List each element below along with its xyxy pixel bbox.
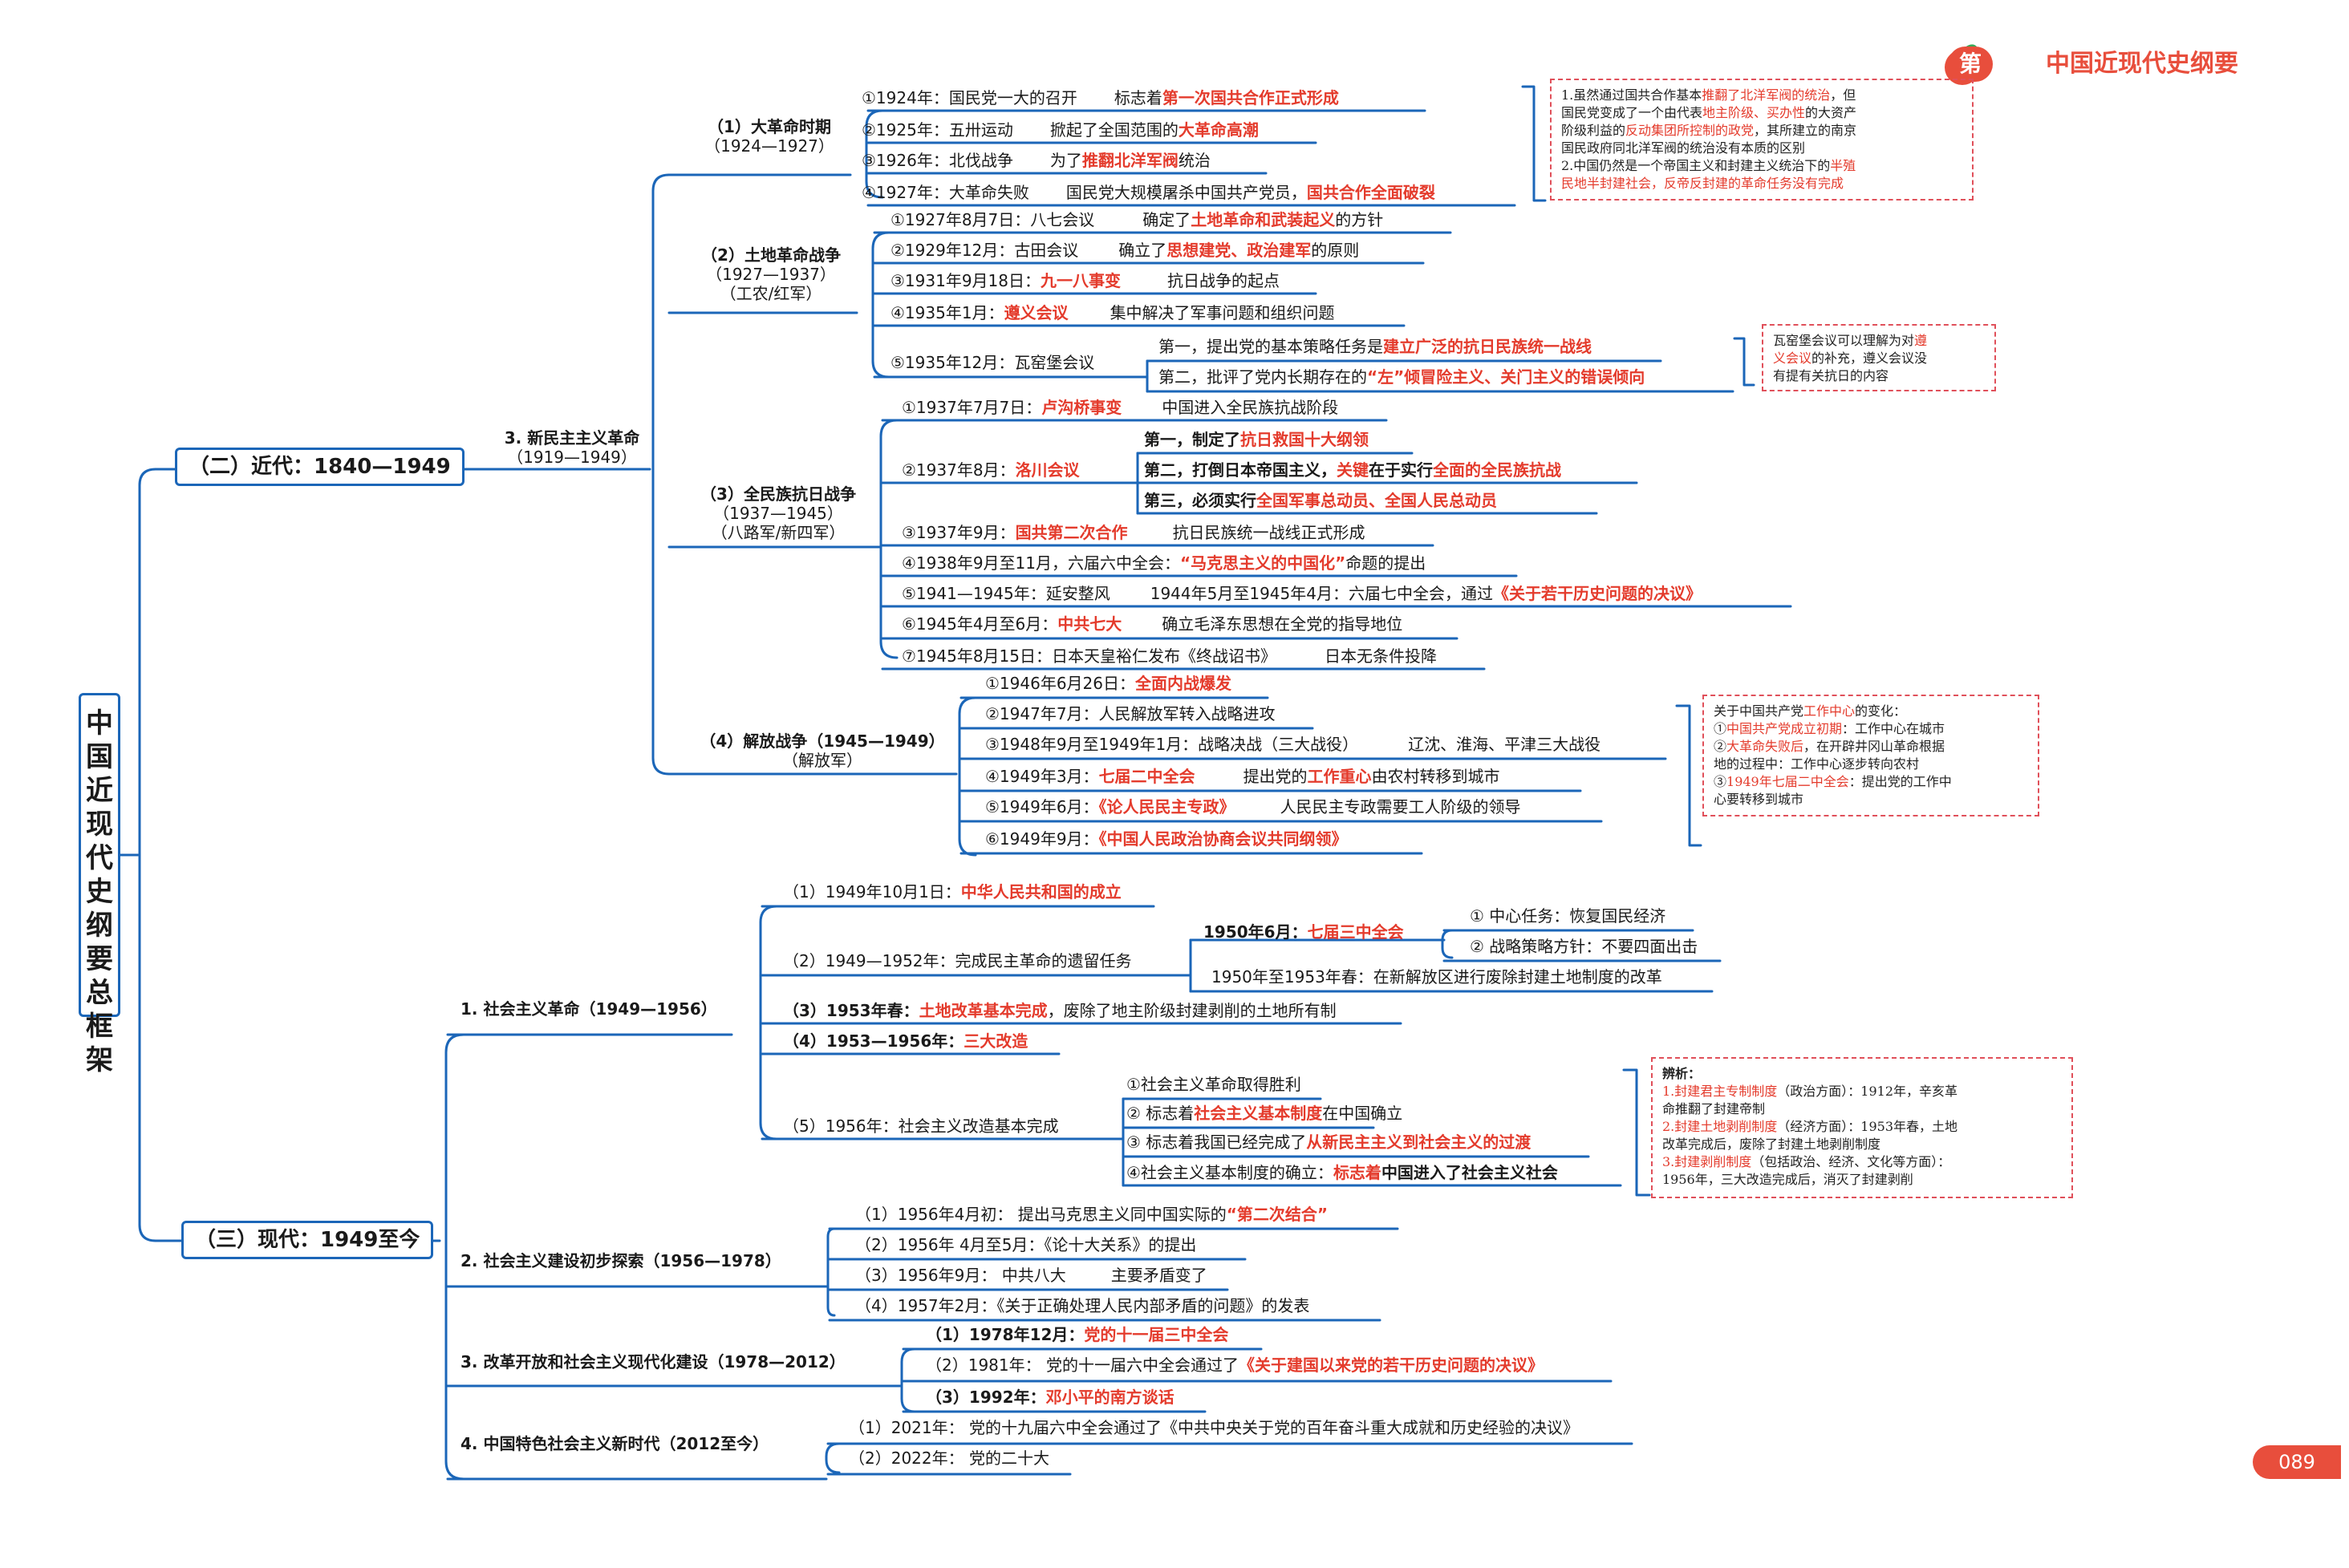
- chapter-badge: 第四篇: [1948, 47, 1994, 148]
- luochuan-point-1: 第一，制定了抗日救国十大纲领: [1144, 430, 1369, 449]
- s1-item-3: （3）1953年春：土地改革基本完成，废除了地主阶级封建剥削的土地所有制: [783, 1001, 1337, 1020]
- p2-period: （1927—1937）: [706, 265, 836, 284]
- era-modern: （二）近代：1840—1949: [175, 448, 465, 486]
- p4-item-4: ④1949年3月：七届二中全会提出党的工作重心由农村转移到城市: [985, 767, 1500, 786]
- p4-item-5: ⑤1949年6月：《论人民民主专政》人民民主专政需要工人阶级的领导: [985, 797, 1521, 816]
- wayaobao-point-2: 第二，批评了党内长期存在的“左”倾冒险主义、关门主义的错误倾向: [1158, 367, 1645, 387]
- land-reform-1950: 1950年至1953年春：在新解放区进行废除封建土地制度的改革: [1211, 967, 1662, 987]
- p1-title: （1）大革命时期: [708, 117, 831, 136]
- chapter-title: 中国近现代史纲要: [2046, 50, 2238, 78]
- s4-title: 4. 中国特色社会主义新时代（2012至今）: [460, 1434, 769, 1453]
- root-title: 中国近现代史纲要总框架: [79, 693, 120, 1076]
- revolution-period: （1919—1949）: [507, 448, 637, 467]
- s1-i5-point-1: ①社会主义革命取得胜利: [1126, 1075, 1301, 1094]
- s1-item-4: （4）1953—1956年：三大改造: [783, 1031, 1028, 1051]
- s2-item-2: （2）1956年 4月至5月：《论十大关系》的提出: [855, 1235, 1197, 1254]
- s1-title: 1. 社会主义革命（1949—1956）: [460, 999, 717, 1019]
- p3-item-2: ②1937年8月：洛川会议: [902, 460, 1080, 480]
- p2-item-5: ⑤1935年12月：瓦窑堡会议: [891, 353, 1095, 372]
- p1-item-4: ④1927年：大革命失败国民党大规模屠杀中国共产党员，国共合作全面破裂: [862, 183, 1435, 202]
- luochuan-point-3: 第三，必须实行全国军事总动员、全国人民总动员: [1144, 491, 1497, 510]
- p4-sub: （解放军）: [782, 751, 862, 770]
- s1-i5-point-4: ④社会主义基本制度的确立：标志着中国进入了社会主义社会: [1126, 1163, 1558, 1182]
- liberation-war-label: （4）解放战争（1945—1949） （解放军）: [690, 731, 955, 770]
- third-plenum-task-1: ① 中心任务：恢复国民经济: [1470, 906, 1666, 926]
- s2-title: 2. 社会主义建设初步探索（1956—1978）: [460, 1251, 781, 1270]
- p3-period: （1937—1945）: [713, 504, 843, 523]
- p2-item-2: ②1929年12月：古田会议确立了思想建党、政治建军的原则: [891, 241, 1360, 260]
- s1-item-2: （2）1949—1952年：完成民主革命的遗留任务: [783, 951, 1132, 970]
- note-work-center: 关于中国共产党工作中心的变化： ①中国共产党成立初期：工作中心在城市 ②大革命失…: [1702, 695, 2039, 816]
- p3-title: （3）全民族抗日战争: [700, 484, 856, 504]
- third-plenum-task-2: ② 战略策略方针：不要四面出击: [1470, 937, 1698, 956]
- new-democratic-revolution-title: 3. 新民主主义革命 （1919—1949）: [480, 428, 664, 467]
- p3-item-3: ③1937年9月：国共第二次合作抗日民族统一战线正式形成: [902, 523, 1365, 542]
- s1-i5-point-2: ② 标志着社会主义基本制度在中国确立: [1126, 1104, 1403, 1123]
- p2-item-1: ①1927年8月7日：八七会议确定了土地革命和武装起义的方针: [891, 210, 1384, 229]
- s4-item-2: （2）2022年： 党的二十大: [849, 1448, 1049, 1468]
- p2-item-4: ④1935年1月：遵义会议集中解决了军事问题和组织问题: [891, 303, 1335, 322]
- p4-title: （4）解放战争（1945—1949）: [700, 731, 945, 751]
- era-contemporary: （三）现代：1949至今: [181, 1221, 434, 1259]
- s3-item-3: （3）1992年：邓小平的南方谈话: [926, 1388, 1174, 1407]
- s3-item-1: （1）1978年12月：党的十一届三中全会: [926, 1325, 1229, 1344]
- third-plenum-1950: 1950年6月：七届三中全会: [1203, 922, 1404, 942]
- p1-item-2: ②1925年：五卅运动掀起了全国范围的大革命高潮: [862, 120, 1259, 140]
- note-analysis: 辨析： 1.封建君主专制制度（政治方面）：1912年，辛亥革 命推翻了封建帝制 …: [1651, 1057, 2073, 1198]
- s3-item-2: （2）1981年： 党的十一届六中全会通过了《关于建国以来党的若干历史问题的决议…: [926, 1355, 1544, 1375]
- p4-item-6: ⑥1949年9月：《中国人民政治协商会议共同纲领》: [985, 829, 1348, 849]
- s3-title: 3. 改革开放和社会主义现代化建设（1978—2012）: [460, 1352, 846, 1371]
- s2-item-4: （4）1957年2月：《关于正确处理人民内部矛盾的问题》的发表: [855, 1296, 1310, 1315]
- page-number: 089: [2253, 1445, 2341, 1479]
- p1-item-1: ①1924年：国民党一大的召开标志着第一次国共合作正式形成: [862, 88, 1339, 107]
- p3-item-4: ④1938年9月至11月，六届六中全会：“马克思主义的中国化”命题的提出: [902, 553, 1426, 573]
- p4-item-3: ③1948年9月至1949年1月：战略决战（三大战役）辽沈、淮海、平津三大战役: [985, 735, 1601, 754]
- revolution-title-text: 3. 新民主主义革命: [504, 428, 640, 448]
- s1-item-5: （5）1956年：社会主义改造基本完成: [783, 1116, 1059, 1136]
- p4-item-2: ②1947年7月：人民解放军转入战略进攻: [985, 704, 1276, 723]
- p4-item-1: ①1946年6月26日：全面内战爆发: [985, 674, 1232, 693]
- s4-item-1: （1）2021年： 党的十九届六中全会通过了《中共中央关于党的百年奋斗重大成就和…: [849, 1418, 1579, 1437]
- p3-item-7: ⑦1945年8月15日：日本天皇裕仁发布《终战诏书》日本无条件投降: [902, 646, 1438, 666]
- s1-item-1: （1）1949年10月1日：中华人民共和国的成立: [783, 882, 1122, 901]
- p3-item-1: ①1937年7月7日：卢沟桥事变中国进入全民族抗战阶段: [902, 398, 1339, 417]
- great-revolution-label: （1）大革命时期 （1924—1927）: [677, 117, 862, 156]
- wayaobao-point-1: 第一，提出党的基本策略任务是建立广泛的抗日民族统一战线: [1158, 337, 1592, 356]
- p2-item-3: ③1931年9月18日：九一八事变抗日战争的起点: [891, 271, 1280, 290]
- note-wayaobao: 瓦窑堡会议可以理解为对遵 义会议的补充，遵义会议没 有提有关抗日的内容: [1762, 324, 1996, 391]
- land-revolution-label: （2）土地革命战争 （1927—1937） （工农/红军）: [679, 245, 863, 303]
- s1-i5-point-3: ③ 标志着我国已经完成了从新民主主义到社会主义的过渡: [1126, 1132, 1532, 1152]
- p3-sub: （八路军/新四军）: [711, 523, 846, 542]
- anti-japanese-war-label: （3）全民族抗日战争 （1937—1945） （八路军/新四军）: [684, 484, 873, 542]
- luochuan-point-2: 第二，打倒日本帝国主义，关键在于实行全面的全民族抗战: [1144, 460, 1561, 480]
- note-great-revolution: 1.虽然通过国共合作基本推翻了北洋军阀的统治，但 国民党变成了一个由代表地主阶级…: [1550, 79, 1974, 201]
- s2-item-3: （3）1956年9月： 中共八大主要矛盾变了: [855, 1266, 1207, 1285]
- p1-period: （1924—1927）: [704, 136, 834, 156]
- p1-item-3: ③1926年：北伐战争为了推翻北洋军阀统治: [862, 151, 1211, 170]
- s2-item-1: （1）1956年4月初： 提出马克思主义同中国实际的“第二次结合”: [855, 1205, 1329, 1224]
- p3-item-6: ⑥1945年4月至6月：中共七大确立毛泽东思想在全党的指导地位: [902, 614, 1403, 634]
- p2-title: （2）土地革命战争: [701, 245, 841, 265]
- p2-sub: （工农/红军）: [720, 284, 822, 303]
